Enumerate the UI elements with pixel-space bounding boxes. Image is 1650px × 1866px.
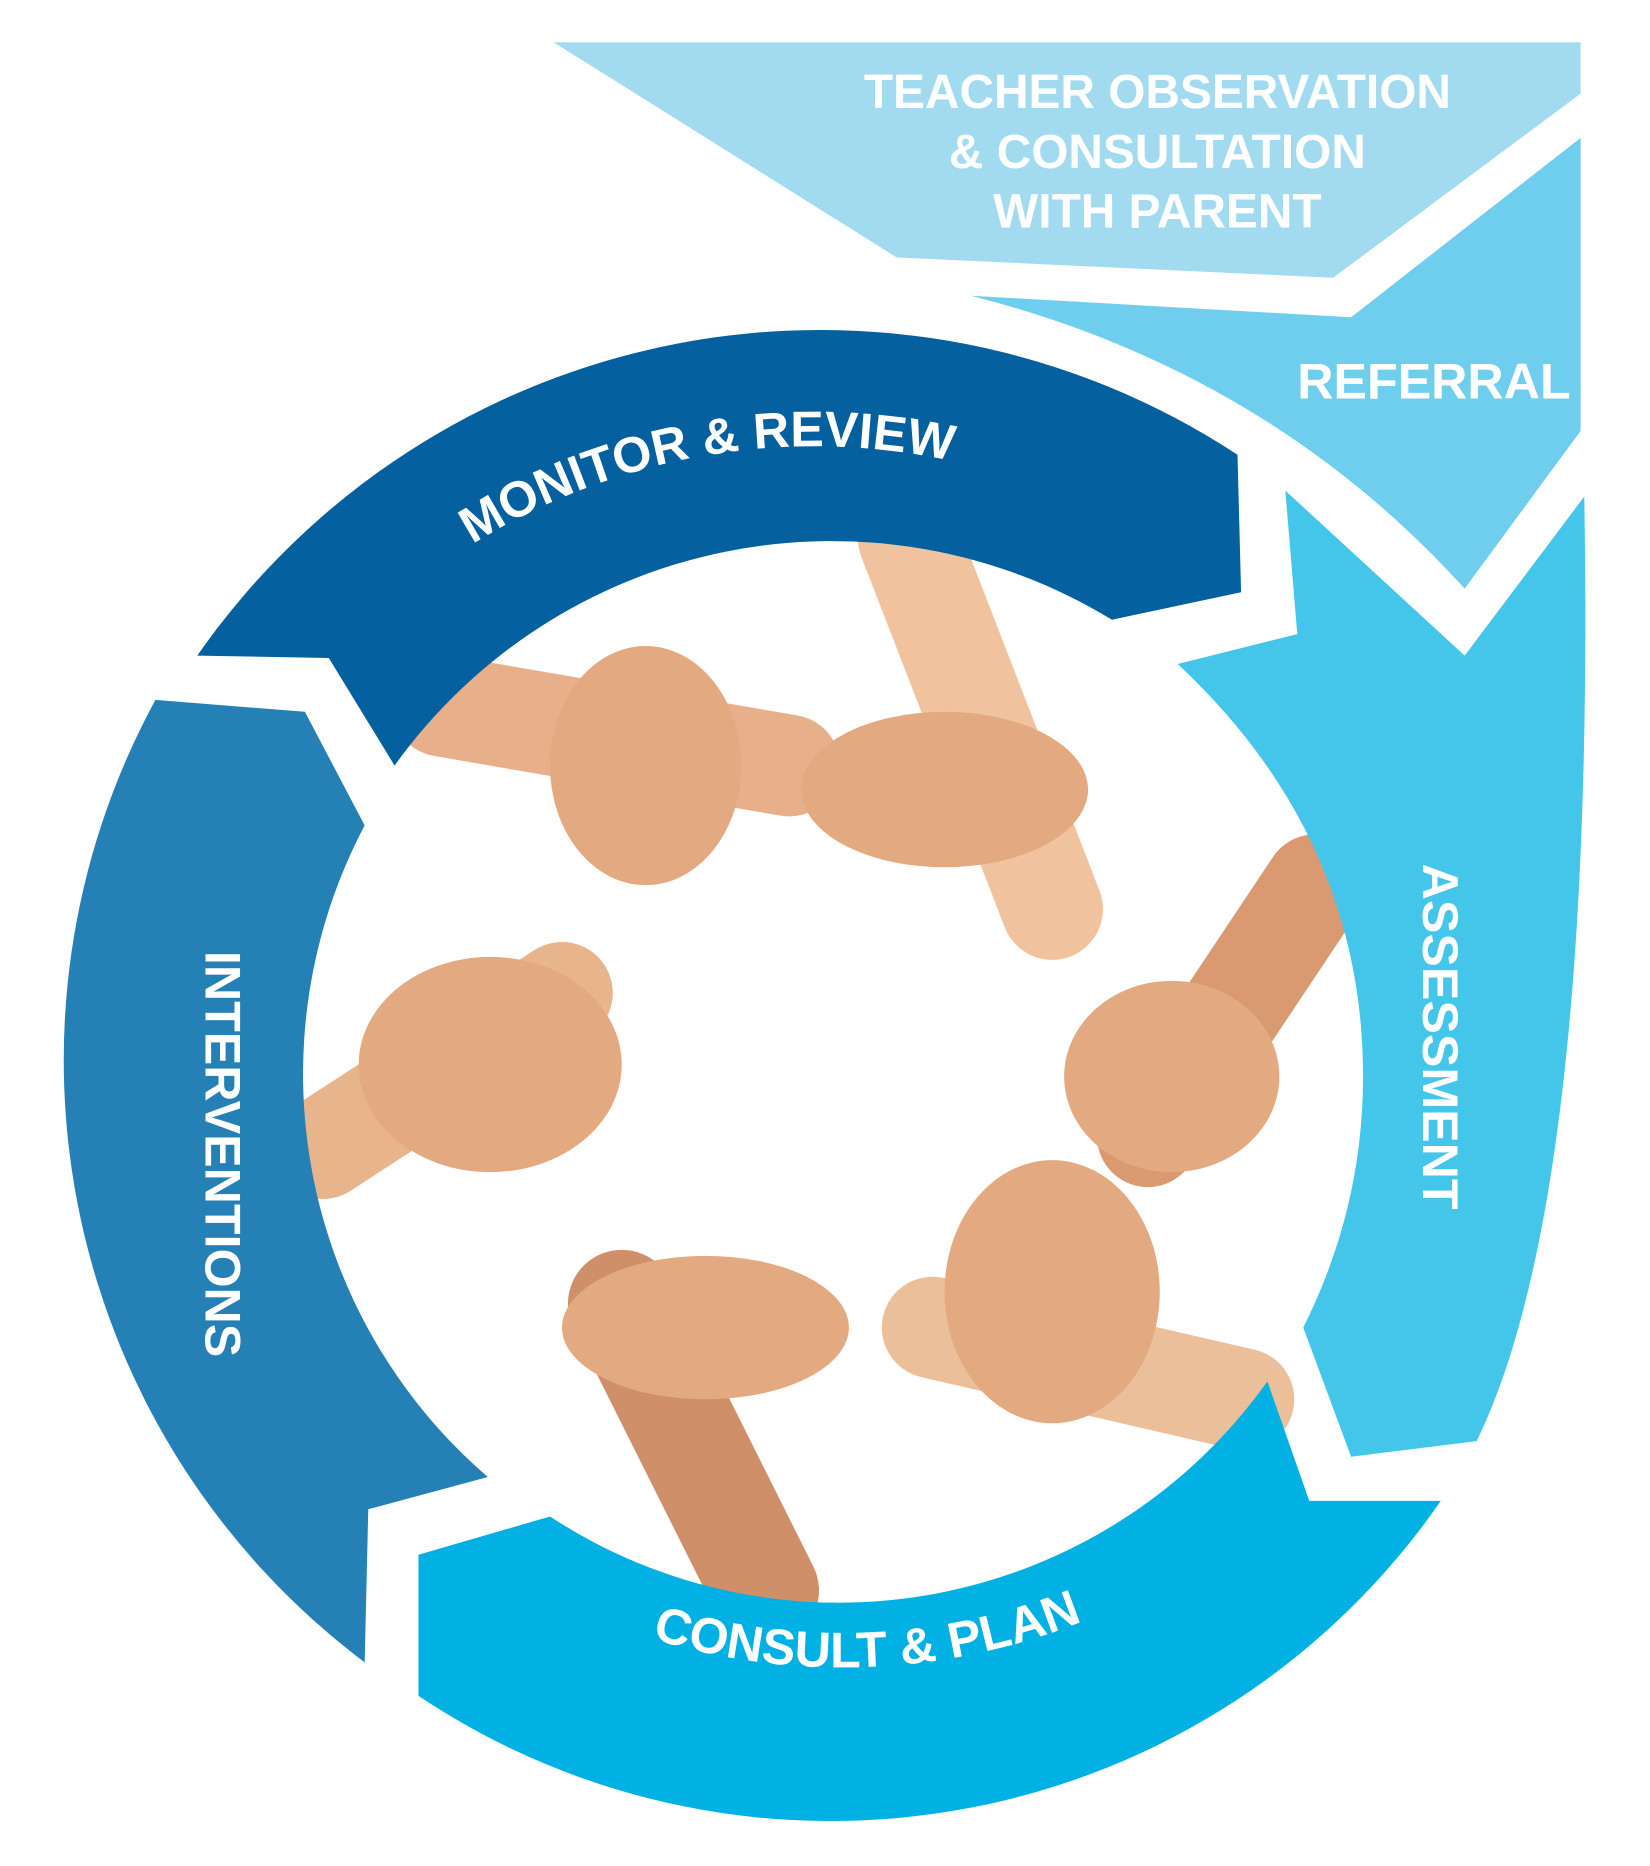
assessment-label: ASSESSMENT xyxy=(1412,864,1468,1210)
stage-assessment: ASSESSMENT xyxy=(1177,490,1586,1457)
joined-hands-photo xyxy=(272,487,1367,1645)
stage-monitor-review: MONITOR & REVIEW xyxy=(197,329,1242,766)
stage-referral: REFERRAL xyxy=(970,137,1581,589)
stage-consult-plan: CONSULT & PLAN xyxy=(418,1381,1441,1822)
teacher-observation-line-1: TEACHER OBSERVATION xyxy=(864,66,1451,119)
stage-teacher-observation: TEACHER OBSERVATION & CONSULTATION WITH … xyxy=(553,42,1581,278)
referral-label: REFERRAL xyxy=(1297,354,1570,410)
teacher-observation-line-3: WITH PARENT xyxy=(993,186,1321,239)
interventions-label: INTERVENTIONS xyxy=(195,951,251,1357)
teacher-observation-line-2: & CONSULTATION xyxy=(949,126,1366,179)
stage-interventions: INTERVENTIONS xyxy=(63,699,488,1663)
